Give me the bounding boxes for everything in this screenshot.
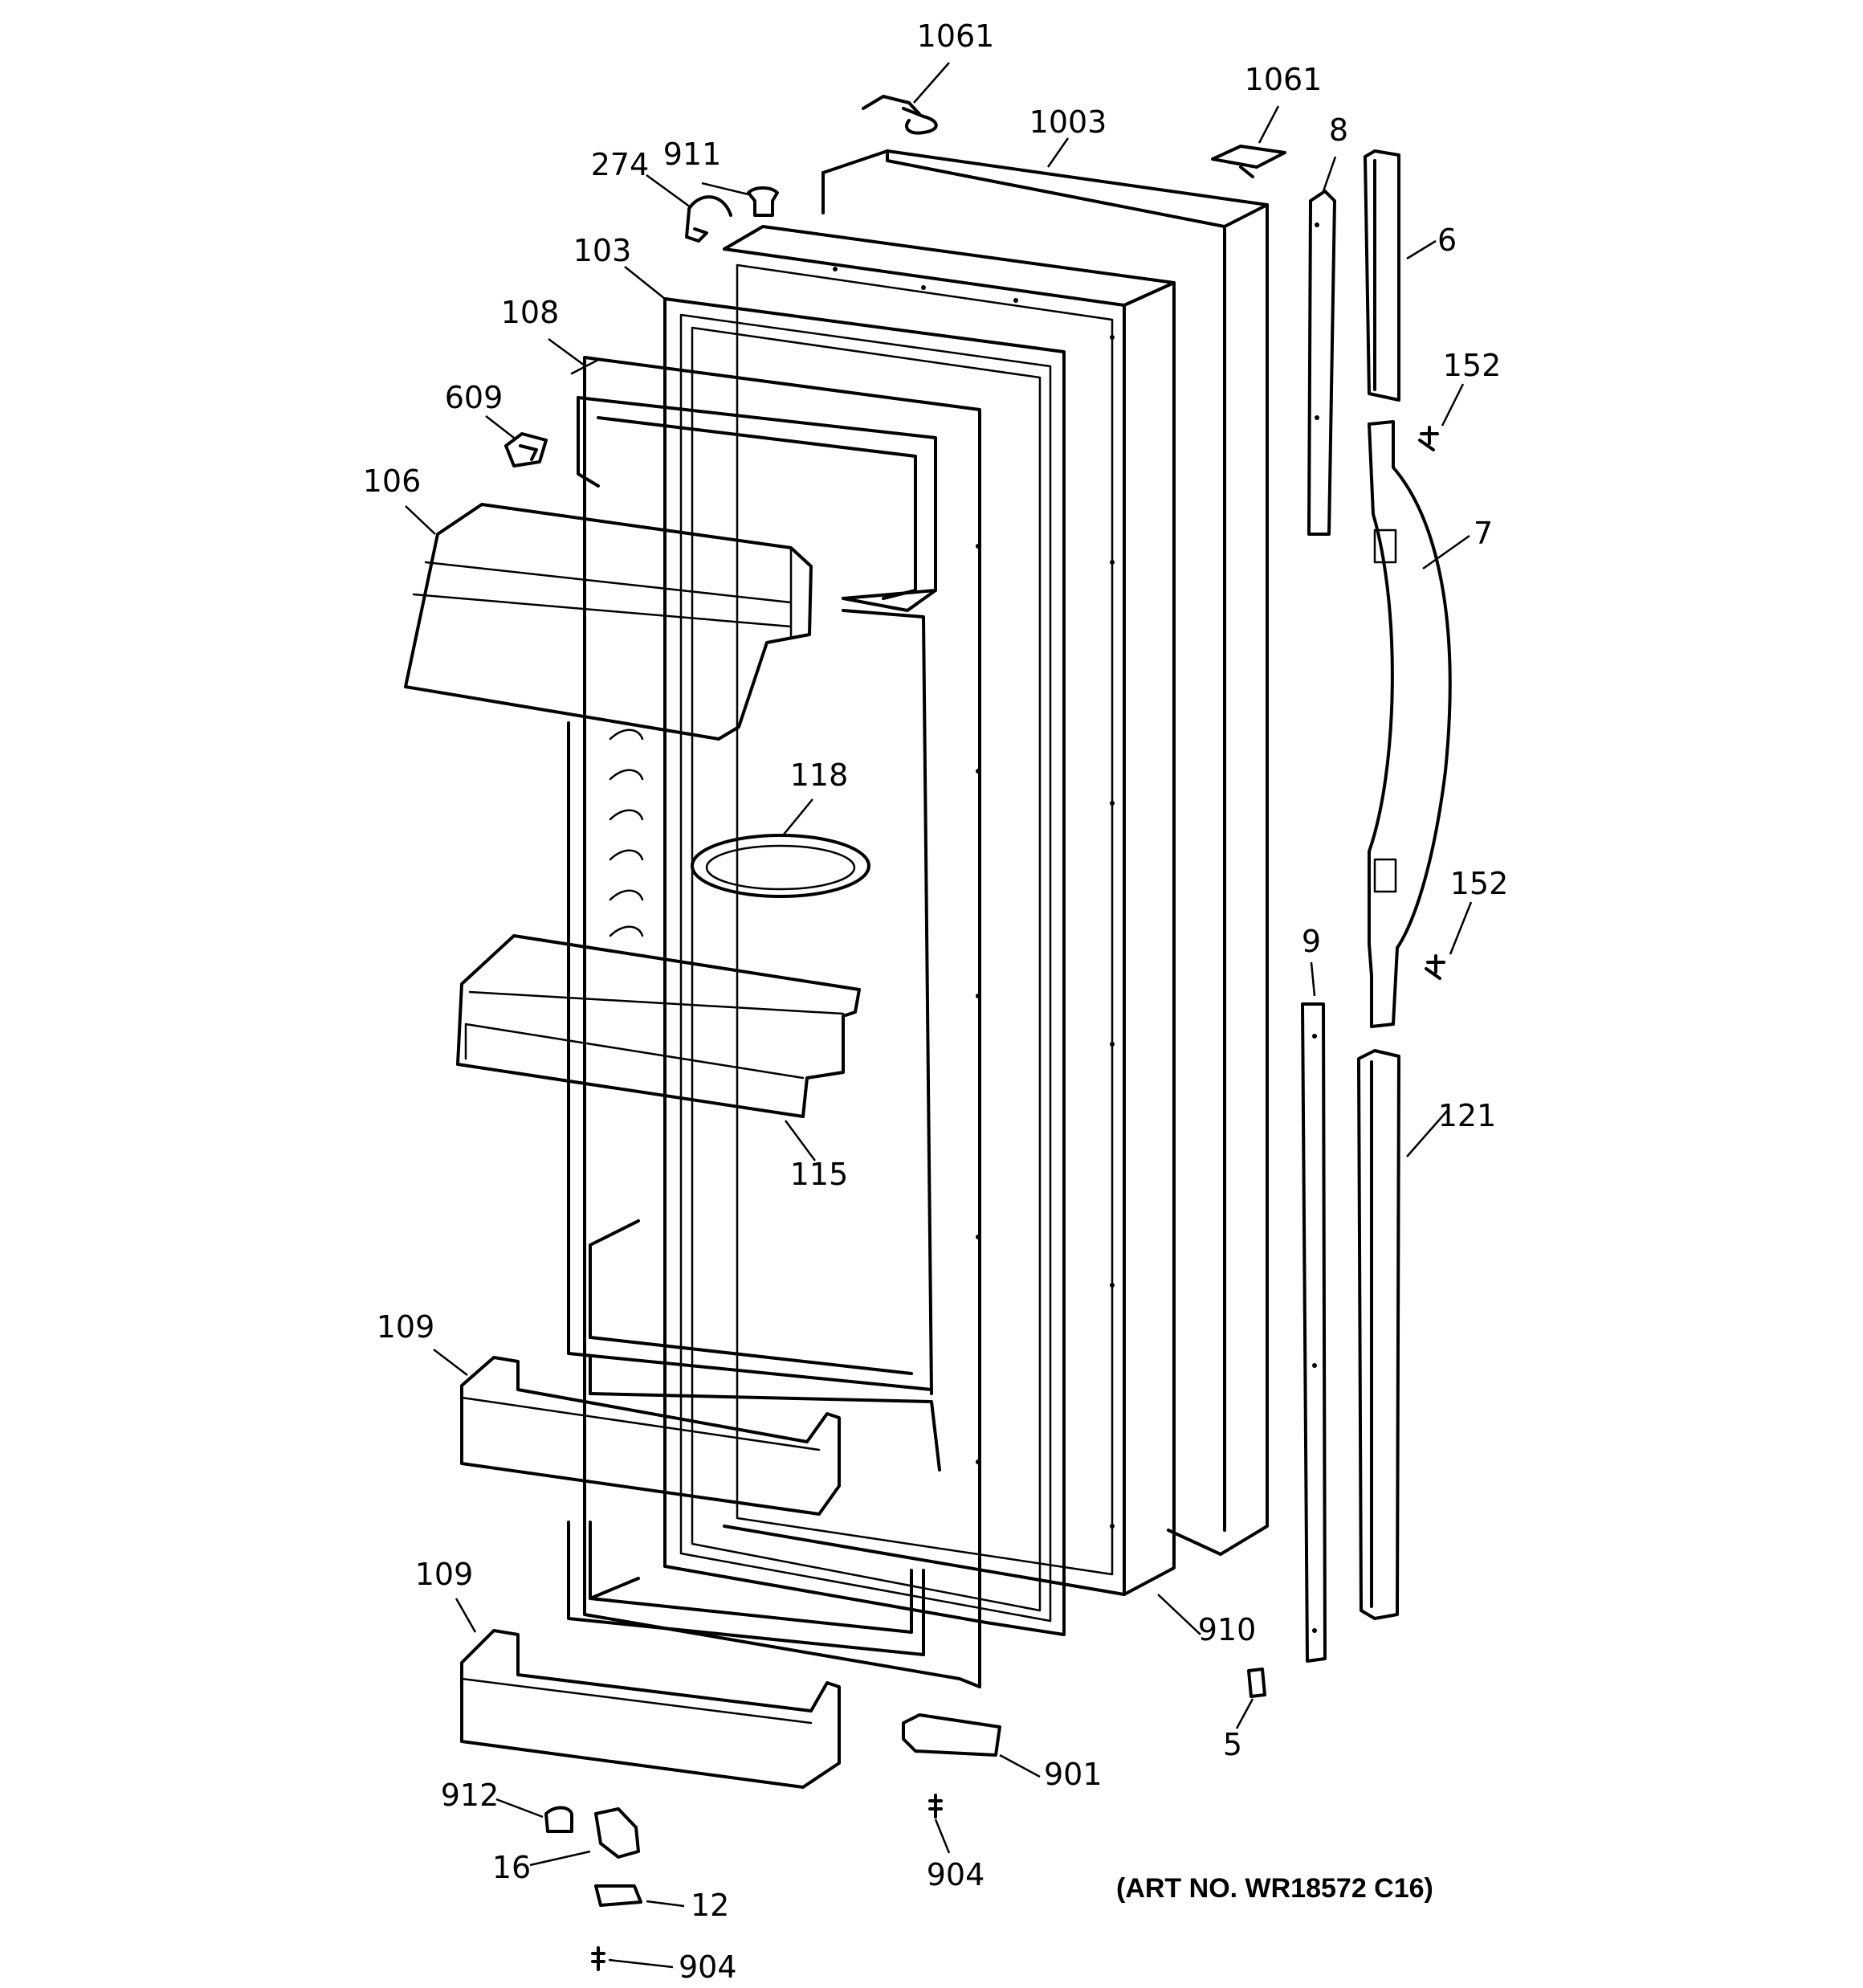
callout-label-c121: 121 xyxy=(1438,1098,1497,1133)
inner-liner-shelves xyxy=(567,396,941,1656)
callout-leader-c8 xyxy=(1322,156,1337,192)
callout-leader-c1061a xyxy=(913,62,950,104)
callout-label-c910: 910 xyxy=(1198,1612,1257,1647)
door-outer-panel xyxy=(821,149,1269,1556)
callout-leader-c12 xyxy=(646,1900,685,1908)
callout-label-c6: 6 xyxy=(1437,222,1457,258)
callout-label-c912: 912 xyxy=(441,1778,499,1813)
callout-label-c118: 118 xyxy=(790,757,849,793)
deep-door-bin xyxy=(456,934,861,1118)
callout-leader-c7 xyxy=(1422,534,1470,570)
callout-label-c1003: 1003 xyxy=(1029,104,1107,140)
callout-label-c152b: 152 xyxy=(1450,866,1509,901)
door-bin-upper xyxy=(460,1356,841,1516)
callout-leader-c115 xyxy=(784,1120,817,1161)
door-liner xyxy=(723,225,1176,1596)
callout-leader-c108 xyxy=(548,337,585,367)
callout-leader-c1061b xyxy=(1258,105,1280,144)
callout-leader-c5 xyxy=(1235,1698,1254,1729)
callout-leader-c109a xyxy=(433,1349,468,1376)
callout-label-c1061a: 1061 xyxy=(917,18,995,54)
callout-label-c5: 5 xyxy=(1223,1727,1242,1762)
callout-leader-c274 xyxy=(646,173,691,209)
callout-leader-c1003 xyxy=(1046,137,1070,168)
callout-leader-c152a xyxy=(1441,383,1465,427)
door-bin-lower xyxy=(460,1629,841,1789)
callout-leader-c904b xyxy=(608,1958,674,1969)
dairy-compartment-cover xyxy=(404,503,813,741)
callout-label-c911: 911 xyxy=(663,137,722,172)
callout-label-c609: 609 xyxy=(445,380,503,415)
callout-label-c1061b: 1061 xyxy=(1245,62,1323,97)
small-hardware-parts xyxy=(504,95,1452,1971)
door-gasket xyxy=(663,297,1066,1636)
art-number: (ART NO. WR18572 C16) xyxy=(1116,1873,1433,1904)
callout-label-c8: 8 xyxy=(1329,112,1348,148)
mounting-holes xyxy=(833,222,1319,1633)
callout-label-c274: 274 xyxy=(591,147,650,182)
callout-leader-c118 xyxy=(782,798,813,836)
callout-leader-c609 xyxy=(485,415,515,439)
callout-label-c109b: 109 xyxy=(415,1557,474,1592)
callout-label-c901: 901 xyxy=(1044,1757,1103,1792)
callout-leader-c910 xyxy=(1157,1594,1201,1635)
callout-leader-c106 xyxy=(405,505,436,535)
callout-label-c103: 103 xyxy=(573,233,632,268)
inner-door-frame xyxy=(570,356,981,1688)
callout-leader-c904a xyxy=(934,1819,951,1854)
callout-leader-c103 xyxy=(624,266,666,300)
callout-leader-c912 xyxy=(495,1798,544,1819)
callout-label-c12: 12 xyxy=(691,1888,729,1923)
callout-label-c108: 108 xyxy=(501,295,560,330)
callout-leader-c6 xyxy=(1406,239,1437,260)
callout-label-c109a: 109 xyxy=(377,1309,435,1345)
callout-label-c904b: 904 xyxy=(679,1949,737,1985)
callout-leader-c121 xyxy=(1406,1109,1449,1157)
callout-label-c152a: 152 xyxy=(1443,348,1502,383)
callout-leader-c911 xyxy=(701,182,749,196)
part-callouts: 1061100310618615271529121911274103108609… xyxy=(363,18,1509,1985)
callout-label-c16: 16 xyxy=(492,1850,531,1885)
callout-label-c9: 9 xyxy=(1302,924,1321,959)
egg-tray xyxy=(691,834,870,898)
callout-leader-c901 xyxy=(999,1753,1041,1778)
callout-leader-c9 xyxy=(1310,961,1316,997)
callout-leader-c152b xyxy=(1449,901,1473,955)
callout-label-c106: 106 xyxy=(363,463,422,499)
callout-leader-c16 xyxy=(529,1850,591,1867)
callout-leader-c109b xyxy=(455,1598,477,1633)
callout-label-c115: 115 xyxy=(790,1157,849,1192)
callout-label-c904a: 904 xyxy=(927,1857,985,1892)
callout-label-c7: 7 xyxy=(1474,516,1493,551)
